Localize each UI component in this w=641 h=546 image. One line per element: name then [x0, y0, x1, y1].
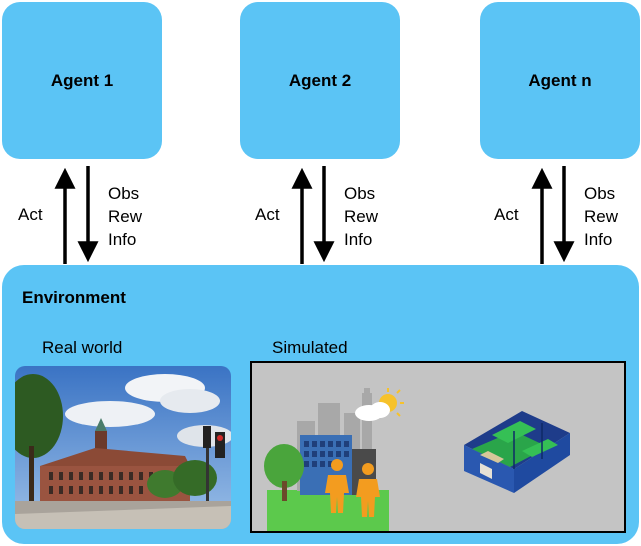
sun-cloud-icon	[355, 388, 404, 421]
person-icon	[325, 459, 349, 513]
agent-2-act-label: Act	[255, 205, 280, 224]
person-icon	[356, 463, 380, 517]
3d-room-model-icon	[464, 411, 570, 493]
tree-icon	[264, 444, 304, 501]
agent-2-label: Agent 2	[288, 70, 352, 90]
real-world-photo	[15, 366, 231, 529]
rew-label: Rew	[344, 207, 379, 226]
environment-title: Environment	[22, 288, 126, 307]
agent-1-feedback-labels: Obs Rew Info	[108, 182, 142, 251]
info-label: Info	[108, 230, 137, 249]
agent-1-box: Agent 1	[2, 2, 162, 159]
agent-n-feedback-labels: Obs Rew Info	[584, 182, 618, 251]
real-world-label: Real world	[42, 338, 123, 357]
obs-label: Obs	[344, 184, 376, 203]
agent-2-feedback-labels: Obs Rew Info	[344, 182, 378, 251]
agent-n-act-label: Act	[494, 205, 519, 224]
agent-2-box: Agent 2	[240, 2, 400, 159]
info-label: Info	[344, 230, 373, 249]
obs-label: Obs	[584, 184, 616, 203]
simulated-panel	[250, 361, 626, 533]
agent-n-box: Agent n	[480, 2, 640, 159]
rew-label: Rew	[584, 207, 619, 226]
agent-n-label: Agent n	[528, 70, 592, 90]
simulated-label: Simulated	[272, 338, 348, 357]
agent-1-act-label: Act	[18, 205, 43, 224]
rew-label: Rew	[108, 207, 143, 226]
building-photo	[15, 366, 231, 529]
obs-label: Obs	[108, 184, 140, 203]
agent-1-label: Agent 1	[50, 70, 114, 90]
simulated-scene	[264, 388, 570, 531]
info-label: Info	[584, 230, 613, 249]
